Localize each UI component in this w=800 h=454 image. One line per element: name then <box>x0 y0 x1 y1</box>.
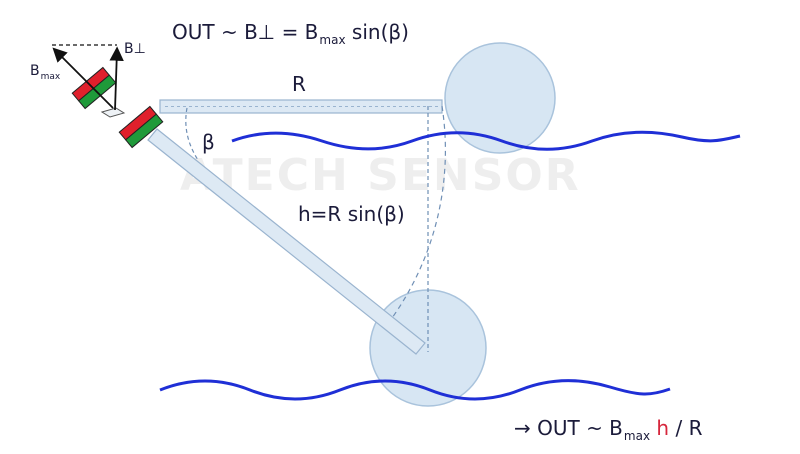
angle-label: β <box>202 130 215 154</box>
angle-arc <box>185 107 199 161</box>
upper-water-wave <box>231 130 741 151</box>
b-max-sub: max <box>40 72 61 82</box>
inclined-arm <box>147 128 426 355</box>
lower-water-wave <box>159 379 671 401</box>
top-formula: OUT ~ B⊥ = Bmax sin(β) <box>172 22 409 46</box>
bottom-formula: → OUT ~ Bmax h / R <box>514 418 702 442</box>
upper-float <box>444 42 556 154</box>
b-max-base: B <box>30 63 40 79</box>
b-max-arrow <box>52 47 114 109</box>
bottom-formula-suffix: / R <box>669 416 703 440</box>
top-formula-sub: max <box>319 33 346 47</box>
top-formula-prefix: OUT ~ B⊥ = B <box>172 20 319 44</box>
top-formula-suffix: sin(β) <box>345 20 409 44</box>
watermark: ATECH SENSOR <box>180 150 581 201</box>
bottom-formula-prefix: → OUT ~ B <box>514 416 623 440</box>
bottom-formula-sub: max <box>623 429 651 443</box>
pivot-magnet <box>118 105 164 149</box>
bottom-formula-h: h <box>656 416 670 440</box>
radius-label: R <box>292 72 306 96</box>
height-formula: h=R sin(β) <box>298 202 405 226</box>
b-perp-label: B⊥ <box>124 41 146 57</box>
b-max-label: Bmax <box>30 64 60 82</box>
b-perp-arrow <box>109 46 124 111</box>
sensor-chip <box>100 107 126 118</box>
